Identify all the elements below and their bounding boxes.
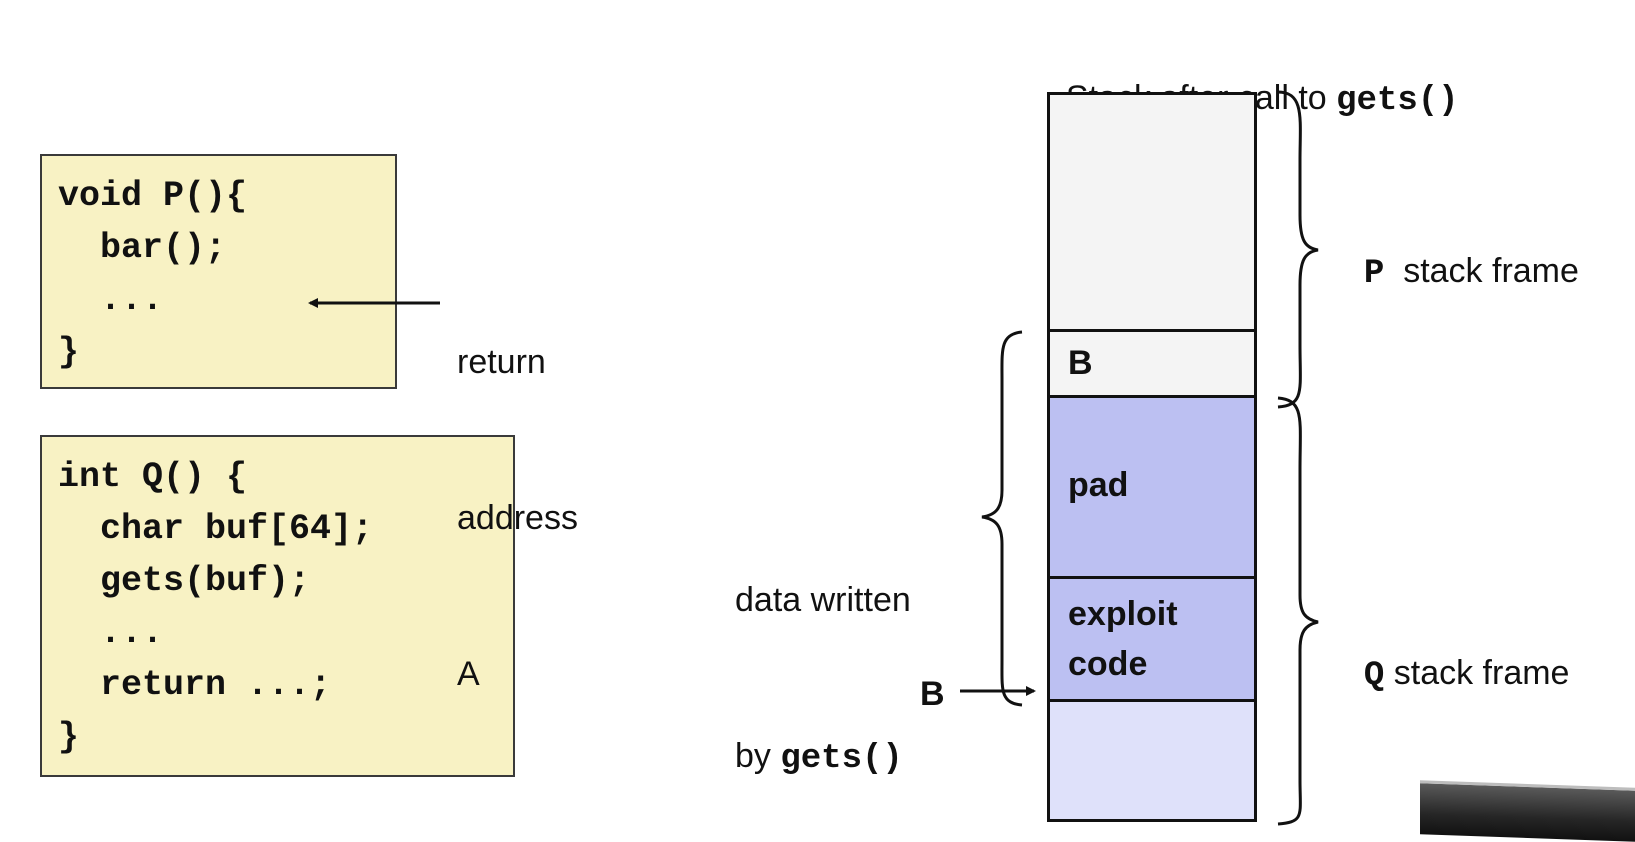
code-line: bar(); (58, 228, 227, 268)
stack-title-func: gets() (1336, 82, 1459, 120)
stack-cell-exploit-code: exploit code (1047, 579, 1257, 702)
stack-cell-label: B (1068, 344, 1093, 382)
code-line: } (58, 717, 80, 757)
pointer-b-label: B (920, 675, 945, 713)
code-line: ... (58, 280, 164, 320)
q-frame-brace (1277, 396, 1319, 826)
p-frame-brace (1277, 90, 1319, 409)
code-line: ... (58, 613, 164, 653)
code-line: return ...; (58, 665, 332, 705)
data-written-brace (981, 330, 1023, 707)
return-address-line: address (457, 499, 578, 537)
stack-cell-pad: pad (1047, 398, 1257, 579)
data-written-line1: data written (735, 581, 911, 619)
p-frame-text: stack frame (1384, 252, 1579, 290)
code-box-q: int Q() { char buf[64]; gets(buf); ... r… (40, 435, 515, 777)
code-line: gets(buf); (58, 561, 311, 601)
p-frame-name: P (1363, 255, 1385, 293)
code-line: int Q() { (58, 457, 248, 497)
p-frame-label: P stack frame (1345, 193, 1579, 300)
data-written-label: data written by gets() (735, 470, 911, 837)
q-frame-name: Q (1363, 657, 1385, 695)
q-frame-label: Q stack frame (1345, 595, 1570, 702)
stack-cell-label: exploit code (1068, 595, 1178, 683)
stack-cell-p-frame (1047, 92, 1257, 332)
code-line: char buf[64]; (58, 509, 374, 549)
code-box-p: void P(){ bar(); ... } (40, 154, 397, 389)
stack-cell-bottom (1047, 702, 1257, 822)
code-line: void P(){ (58, 176, 248, 216)
corner-photo (1420, 780, 1635, 842)
code-line: } (58, 332, 80, 372)
return-address-line: A (457, 655, 480, 693)
stack-cell-b: B (1047, 332, 1257, 398)
q-frame-text: stack frame (1384, 654, 1570, 692)
data-written-by: by (735, 737, 781, 775)
stack-cell-label: pad (1068, 466, 1129, 504)
return-address-line: return (457, 343, 546, 381)
data-written-func: gets() (780, 740, 903, 778)
data-written-line2: by gets() (735, 730, 911, 785)
return-address-label: return address A (457, 232, 578, 752)
